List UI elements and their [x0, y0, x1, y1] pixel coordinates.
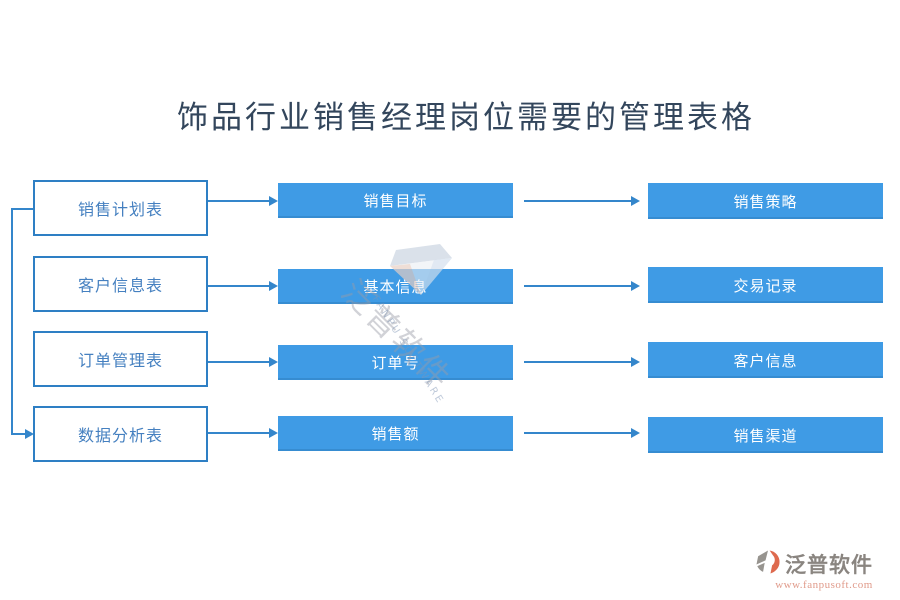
middle-box-sales-amount: 销售额: [278, 416, 513, 451]
arrow-left-to-middle: [208, 281, 278, 291]
right-box-sales-strategy: 销售策略: [648, 183, 883, 219]
middle-box-order-number: 订单号: [278, 345, 513, 380]
arrow-middle-to-right: [524, 196, 640, 206]
fanpu-logo: 泛普软件 www.fanpusoft.com: [754, 548, 894, 591]
fanpu-logo-icon: [754, 548, 782, 580]
arrow-middle-to-right: [524, 428, 640, 438]
left-box-data-analysis: 数据分析表: [33, 406, 208, 462]
arrow-middle-to-right: [524, 281, 640, 291]
right-box-transaction-records: 交易记录: [648, 267, 883, 303]
connector-line-vertical: [11, 208, 13, 435]
left-box-customer-info: 客户信息表: [33, 256, 208, 312]
left-box-order-management: 订单管理表: [33, 331, 208, 387]
arrow-left-to-middle: [208, 196, 278, 206]
logo-url: www.fanpusoft.com: [775, 579, 873, 591]
logo-name: 泛普软件: [785, 553, 873, 577]
middle-box-sales-target: 销售目标: [278, 183, 513, 218]
page-title: 饰品行业销售经理岗位需要的管理表格: [177, 100, 755, 135]
arrow-left-to-middle: [208, 428, 278, 438]
right-box-customer-info: 客户信息: [648, 342, 883, 378]
arrow-middle-to-right: [524, 357, 640, 367]
connector-arrow-bottom: [11, 429, 34, 439]
left-box-sales-plan: 销售计划表: [33, 180, 208, 236]
right-box-sales-channel: 销售渠道: [648, 417, 883, 453]
middle-box-basic-info: 基本信息: [278, 269, 513, 304]
connector-line-top: [11, 208, 34, 210]
arrow-left-to-middle: [208, 357, 278, 367]
